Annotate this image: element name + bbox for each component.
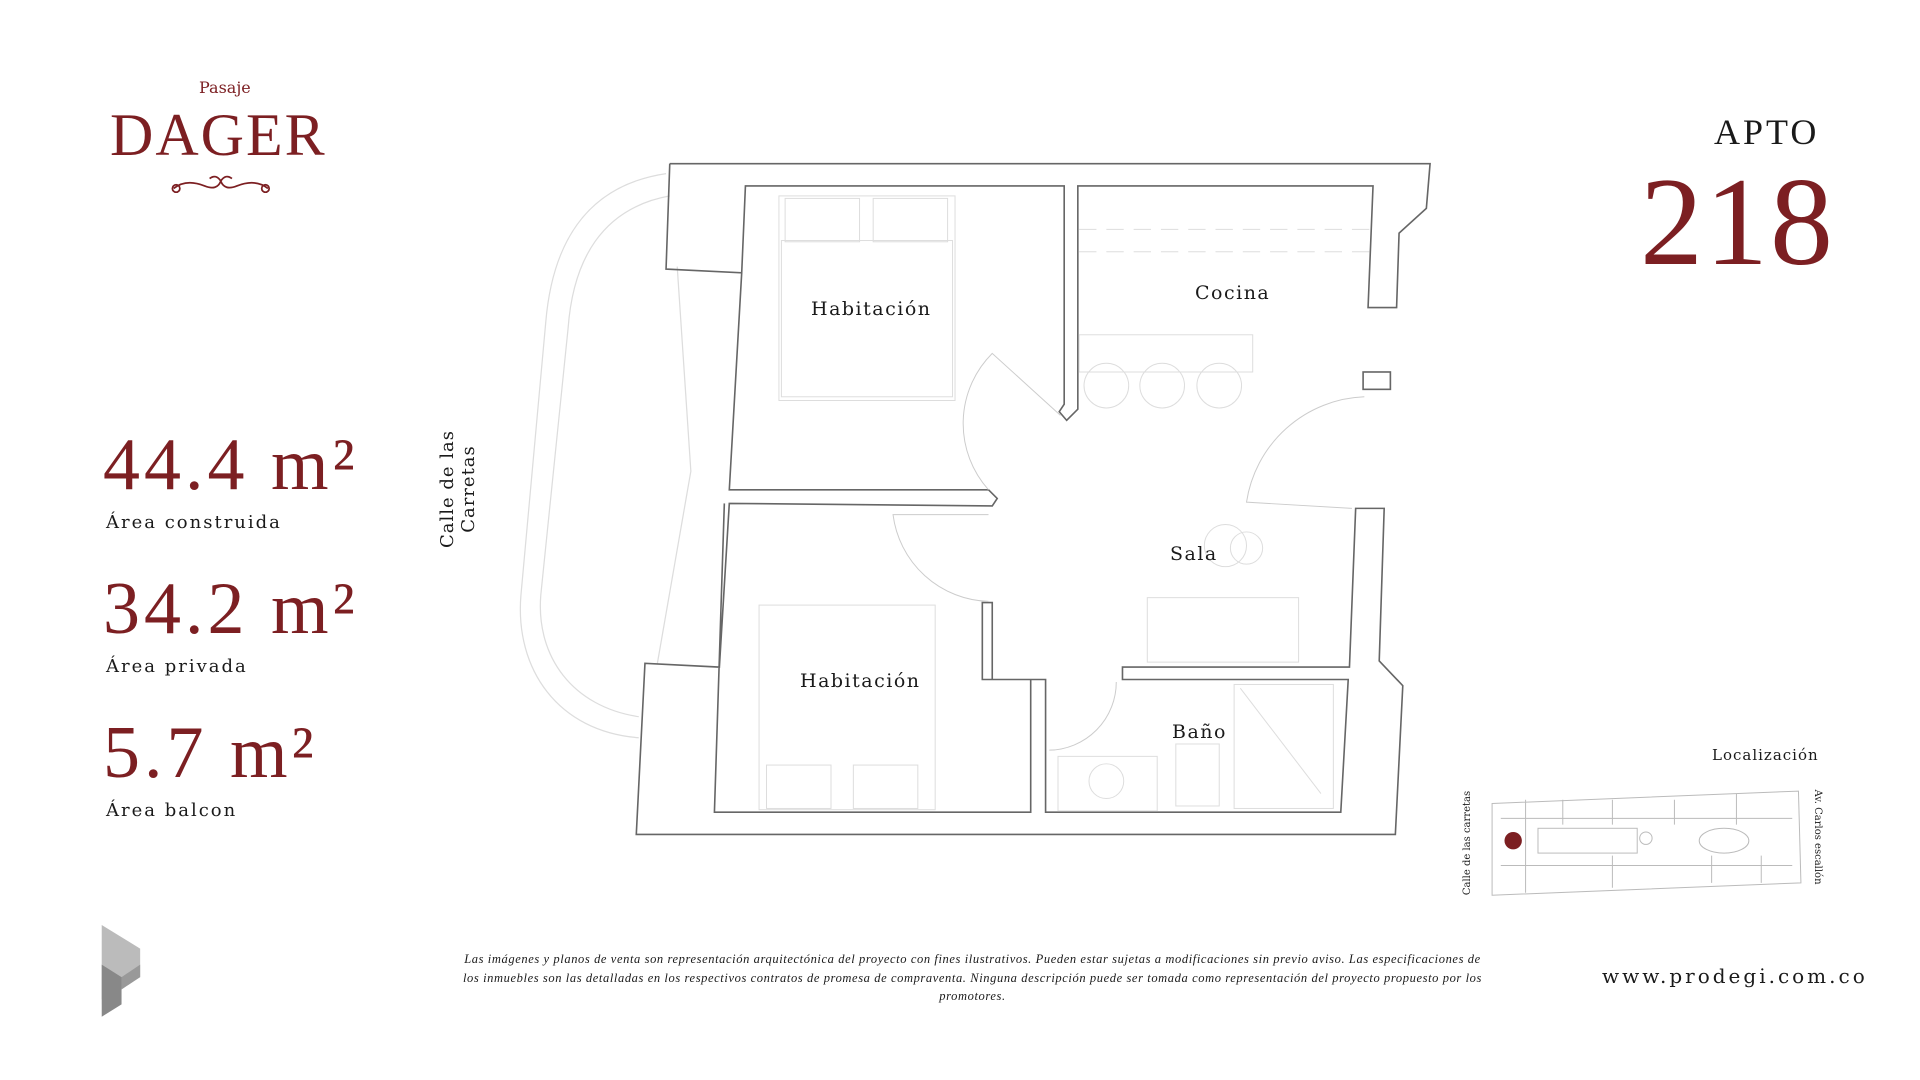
furniture [758,195,1371,812]
unit-label: APTO [1714,112,1820,152]
doors [892,352,1365,751]
metric-balcony-area-label: Área balcon [106,800,238,821]
brand-ornament-icon [171,175,271,194]
room-label-bathroom: Baño [1172,721,1227,743]
metric-private-area: 34.2 m² [103,568,359,650]
metric-balcony-area: 5.7 m² [103,712,318,794]
walls [635,162,1431,836]
street-label: Calle de las Carretas [437,430,479,549]
prodegi-logo-icon [101,925,141,1017]
legal-disclaimer: Las imágenes y planos de venta son repre… [462,952,1482,1003]
room-label-kitchen: Cocina [1195,282,1271,304]
metric-built-area-label: Área construida [106,512,282,533]
room-label-bedroom-2: Habitación [800,670,921,692]
unit-number: 218 [1640,153,1835,292]
location-left-street: Calle de las carretas [1462,790,1473,896]
balcony [519,172,692,739]
room-label-bedroom-1: Habitación [811,298,932,320]
brand-prefix: Pasaje [199,78,251,97]
room-label-living: Sala [1170,543,1218,565]
brand-logo: DAGER [110,102,327,168]
location-right-street: Av. Carlos escallón [1812,789,1823,885]
website-link[interactable]: www.prodegi.com.co [1602,964,1868,988]
location-marker-icon [1504,832,1522,850]
location-title: Localización [1712,746,1819,764]
metric-built-area: 44.4 m² [103,424,359,506]
metric-private-area-label: Área privada [106,656,248,677]
location-map [1491,790,1802,896]
